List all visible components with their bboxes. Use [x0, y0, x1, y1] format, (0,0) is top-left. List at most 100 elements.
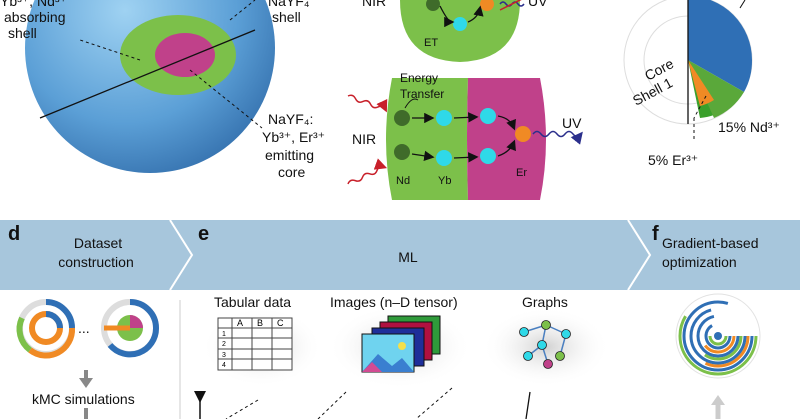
emitting-core-layer — [155, 33, 215, 77]
er-leader — [693, 95, 707, 119]
green-wedge-outer — [688, 60, 744, 118]
transfer-arrow — [497, 115, 516, 131]
nd-dot — [426, 0, 440, 11]
outer-shell-label-line: shell — [272, 9, 301, 25]
connector — [415, 387, 453, 419]
red-wave-fragment — [499, 0, 522, 11]
table-row-cell: 4 — [222, 362, 226, 369]
opt-ring — [686, 304, 750, 368]
outer-shell-label-line: NaYF₄ — [268, 0, 310, 9]
table-icon — [217, 317, 293, 371]
connector — [317, 391, 347, 419]
yb-label: Yb — [438, 175, 451, 187]
er-label: Er — [516, 167, 527, 179]
shell-label-line: absorbing — [4, 9, 66, 25]
energy-transfer-label: Energy Transfer — [400, 71, 444, 101]
opt-ring — [708, 326, 728, 346]
core-label-line: Yb³⁺, Er³⁺ — [262, 129, 325, 145]
banner-row — [0, 219, 800, 291]
et-arrow — [439, 5, 455, 28]
connector — [525, 391, 531, 419]
nir-wave-in — [347, 158, 388, 185]
banner-f-title-line: Gradient-based — [662, 235, 759, 251]
energy-transfer-line: Transfer — [400, 87, 444, 101]
image-hill-icon — [362, 362, 382, 372]
nd-label: Nd — [396, 175, 410, 187]
nd-dot — [394, 144, 410, 160]
banner-d-title: Dataset construction — [58, 235, 133, 270]
cut-line — [39, 29, 256, 119]
radial-tick — [739, 0, 746, 9]
up-arrow-head — [711, 395, 725, 405]
graph-node — [555, 351, 565, 361]
image-stack-icon — [361, 315, 441, 373]
connector-lines — [194, 387, 531, 419]
image-sun-icon — [398, 342, 406, 350]
outer-shell-label: NaYF₄ shell — [268, 0, 313, 25]
graphs-label: Graphs — [522, 294, 568, 310]
ring-arc — [45, 299, 75, 329]
ring-inner-arc — [45, 311, 63, 329]
transfer-arrow — [497, 139, 516, 157]
banner-e-letter: e — [198, 223, 209, 245]
energy-transfer-line: Energy — [400, 71, 438, 85]
yb-dot — [453, 17, 467, 31]
table-row-cell: 1 — [222, 331, 226, 338]
banner-e — [170, 220, 650, 290]
ring-arc — [107, 327, 160, 358]
graph-node — [519, 327, 529, 337]
et-top-uv: UV — [528, 0, 548, 9]
er-dot — [515, 126, 531, 142]
graph-node — [561, 329, 571, 339]
transfer-arrow — [453, 112, 479, 123]
banner-f — [628, 220, 800, 290]
yb-dot — [436, 150, 452, 166]
outer-leader — [229, 0, 256, 21]
graph-icon — [519, 320, 571, 369]
shell-label-line: shell — [8, 25, 37, 41]
dataset-ellipsis: ... — [78, 320, 90, 336]
table-header-cell: C — [277, 318, 284, 328]
et-green-block — [386, 78, 468, 200]
opt-ring — [682, 300, 754, 372]
et-bottom-nir: NIR — [352, 131, 376, 147]
et-diagram-bottom — [347, 78, 583, 200]
core-label-line: NaYF₄: — [268, 111, 313, 127]
yb-dot — [480, 108, 496, 124]
yb-dot — [480, 148, 496, 164]
core-label-line: emitting — [265, 147, 314, 163]
banner-d — [0, 220, 192, 290]
blue-wedge-mid — [688, 60, 753, 92]
banner-f-title-line: optimization — [662, 254, 737, 270]
nd-dot — [394, 110, 410, 126]
banner-d-title-line: construction — [58, 254, 133, 270]
energy-transfer-pointer — [404, 98, 419, 109]
graph-node — [523, 351, 533, 361]
opt-ring — [678, 296, 758, 376]
ring-arc — [129, 299, 159, 329]
opt-ring — [696, 314, 740, 358]
er-wedge — [688, 60, 714, 106]
opt-ring — [689, 307, 747, 365]
kmc-label: kMC simulations — [32, 391, 135, 407]
table-row-cell: 3 — [222, 352, 226, 359]
et-top-nir: NIR — [362, 0, 386, 9]
nd-percent-label: 15% Nd³⁺ — [718, 119, 780, 135]
et-bottom-uv: UV — [562, 115, 582, 131]
optimized-rings — [675, 293, 761, 419]
transfer-arrow — [411, 150, 435, 161]
et-diagram-top — [400, 0, 525, 62]
opt-ring-core — [714, 332, 722, 340]
connector — [225, 399, 259, 419]
et-magenta-block — [467, 78, 546, 200]
images-label: Images (n–D tensor) — [330, 294, 458, 310]
core-label-line: core — [278, 164, 305, 180]
et-top-et: ET — [424, 37, 438, 49]
et-arrow — [467, 5, 484, 23]
banner-e-title: ML — [398, 249, 418, 265]
opt-ring — [704, 322, 732, 350]
dataset-rings — [16, 299, 160, 419]
banner-f-letter: f — [652, 223, 659, 245]
transfer-arrow — [453, 152, 479, 163]
